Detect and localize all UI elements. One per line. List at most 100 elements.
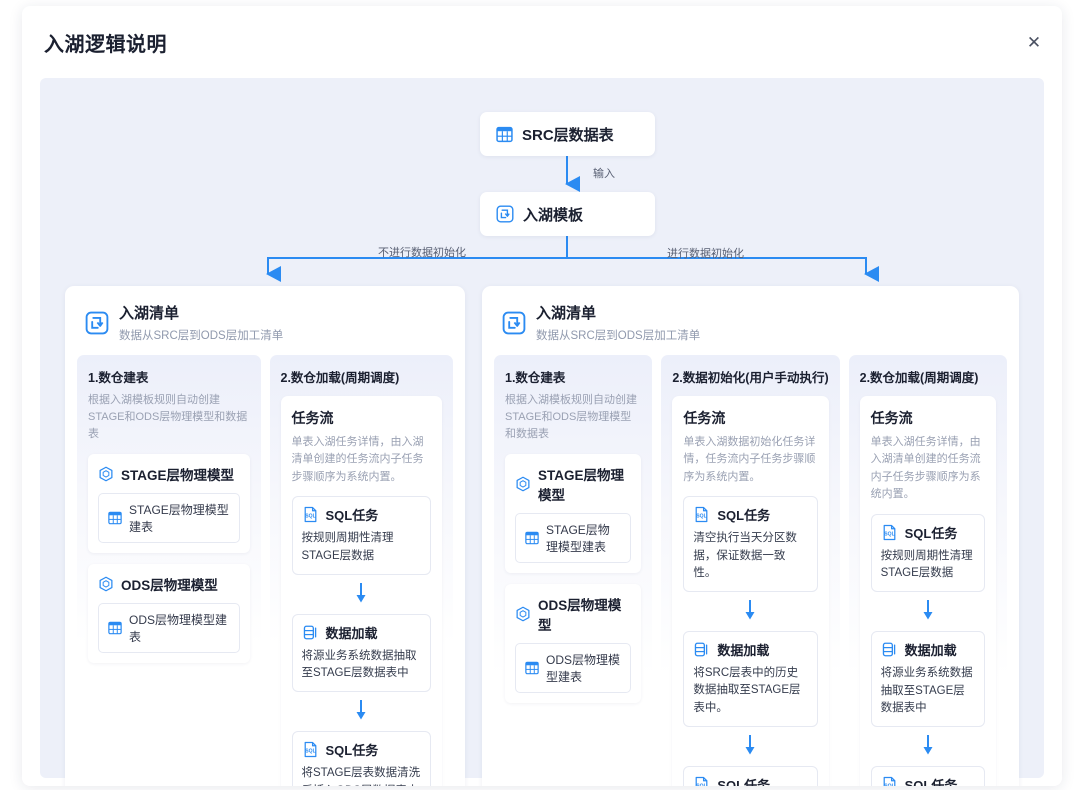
task-item[interactable]: 数据加载 将SRC层表中的历史数据抽取至STAGE层表中。 (683, 631, 818, 727)
node-lake-template[interactable]: 入湖模板 (480, 192, 655, 236)
lake-list-icon (85, 311, 109, 335)
task-flow-title: 任务流 (683, 409, 726, 426)
node-src-table-label: SRC层数据表 (522, 126, 614, 144)
sql-task-icon: SQL (695, 776, 708, 786)
panel-title: 入湖清单 (536, 305, 597, 322)
panel-columns: 1.数仓建表 根据入湖模板规则自动创建STAGE和ODS层物理模型和数据表 ST… (494, 354, 1007, 786)
svg-text:SQL: SQL (884, 784, 894, 786)
sql-task-icon: SQL (304, 507, 316, 523)
panel-subtitle: 数据从SRC层到ODS层加工清单 (119, 329, 284, 342)
panels-row: 入湖清单 数据从SRC层到ODS层加工清单 1.数仓建表 根据入湖模板规则自动创… (40, 286, 1044, 786)
model-table-item-label: ODS层物理模型建表 (129, 612, 228, 644)
task-desc: 将源业务系统数据抽取至STAGE层数据表中 (880, 667, 973, 714)
node-lake-template-label: 入湖模板 (523, 206, 584, 224)
task-name: SQL任务 (325, 743, 379, 759)
dialog-header: 入湖逻辑说明 ✕ (22, 6, 1062, 78)
task-flow-card: 任务流 单表入湖任务详情，由入湖清单创建的任务流内子任务步骤顺序为系统内置。 S… (859, 395, 996, 786)
model-icon (516, 476, 530, 492)
task-item[interactable]: SQL SQL任务 按规则周期性清理STAGE层数据 (870, 513, 985, 593)
svg-text:SQL: SQL (884, 532, 894, 538)
model-table-item-label: STAGE层物理模型建表 (129, 502, 229, 534)
arrow-down-icon (292, 699, 432, 721)
table-icon (525, 661, 539, 674)
edge-label-no-init: 不进行数据初始化 (378, 247, 466, 259)
column-title: 2.数据初始化(用户手动执行) (672, 370, 829, 385)
arrow-down-icon (871, 734, 985, 756)
column-warehouse-load: 2.数仓加载(周期调度) 任务流 单表入湖任务详情，由入湖清单创建的任务流内子任… (269, 354, 453, 786)
column-title: 1.数仓建表 (88, 370, 149, 385)
arrow-down-icon (292, 582, 432, 604)
column-warehouse-create: 1.数仓建表 根据入湖模板规则自动创建STAGE和ODS层物理模型和数据表 ST… (494, 354, 653, 786)
model-card-title: STAGE层物理模型 (121, 467, 235, 483)
task-name: 数据加载 (325, 625, 378, 641)
sql-task-icon: SQL (883, 524, 896, 540)
column-warehouse-load: 2.数仓加载(周期调度) 任务流 单表入湖任务详情，由入湖清单创建的任务流内子任… (848, 354, 1007, 786)
sql-task-icon: SQL (304, 742, 316, 758)
edge-label-input: 输入 (593, 168, 615, 180)
task-desc: 将源业务系统数据抽取至STAGE层数据表中 (301, 649, 417, 680)
svg-text:SQL: SQL (697, 783, 707, 786)
model-icon (99, 576, 113, 592)
table-icon (496, 126, 513, 142)
task-desc: 按规则周期性清理STAGE层数据 (880, 549, 973, 580)
arrow-down-icon (871, 599, 985, 621)
model-card-title: STAGE层物理模型 (538, 467, 625, 503)
svg-text:SQL: SQL (305, 514, 315, 520)
model-table-item[interactable]: STAGE层物理模型建表 (98, 492, 240, 543)
data-load-icon (882, 642, 895, 657)
task-desc: 将SRC层表中的历史数据抽取至STAGE层表中。 (693, 667, 801, 714)
svg-text:SQL: SQL (697, 514, 707, 520)
task-name: SQL任务 (904, 525, 958, 541)
data-load-icon (303, 625, 316, 640)
column-title: 1.数仓建表 (505, 370, 566, 385)
flow-connectors (266, 156, 879, 282)
panel-columns: 1.数仓建表 根据入湖模板规则自动创建STAGE和ODS层物理模型和数据表 ST… (77, 354, 453, 786)
task-item[interactable]: SQL SQL任务 按规则周期性清理STAGE层数据 (291, 496, 431, 575)
model-card-ods[interactable]: ODS层物理模型 ODS层物理模型建表 (88, 563, 250, 663)
task-name: SQL任务 (717, 777, 771, 786)
table-icon (108, 621, 122, 634)
data-load-icon (695, 642, 708, 657)
close-icon[interactable]: ✕ (1026, 32, 1042, 52)
panel-header: 入湖清单 数据从SRC层到ODS层加工清单 (77, 300, 453, 355)
column-title: 2.数仓加载(周期调度) (280, 370, 400, 385)
model-card-ods[interactable]: ODS层物理模型 ODS层物理模型建表 (505, 583, 642, 703)
task-name: 数据加载 (717, 643, 770, 659)
sql-task-icon: SQL (695, 507, 708, 523)
panel-without-init: 入湖清单 数据从SRC层到ODS层加工清单 1.数仓建表 根据入湖模板规则自动创… (65, 286, 465, 786)
task-item[interactable]: SQL SQL任务 将STAGE层表数据清洗后插入ODS层数据表中 (291, 731, 431, 786)
column-data-init: 2.数据初始化(用户手动执行) 任务流 单表入湖数据初始化任务详情，任务流内子任… (661, 354, 840, 786)
panel-title: 入湖清单 (119, 305, 180, 322)
model-card-stage[interactable]: STAGE层物理模型 STAGE层物理模型建表 (505, 453, 642, 573)
page-title: 入湖逻辑说明 (44, 33, 167, 56)
task-item[interactable]: SQL SQL任务 将STAGE层表数据清洗后插入ODS层数据表中 (870, 766, 985, 786)
lake-template-icon (496, 205, 514, 223)
panel-with-init: 入湖清单 数据从SRC层到ODS层加工清单 1.数仓建表 根据入湖模板规则自动创… (482, 286, 1019, 786)
task-flow-card: 任务流 单表入湖任务详情，由入湖清单创建的任务流内子任务步骤顺序为系统内置。 S… (280, 395, 442, 786)
task-desc: 按规则周期性清理STAGE层数据 (301, 532, 394, 562)
model-icon (516, 606, 530, 622)
task-name: 数据加载 (904, 643, 957, 659)
task-name: SQL任务 (717, 508, 771, 524)
task-item[interactable]: 数据加载 将源业务系统数据抽取至STAGE层数据表中 (291, 613, 431, 693)
task-item[interactable]: 数据加载 将源业务系统数据抽取至STAGE层数据表中 (870, 631, 985, 728)
task-item[interactable]: SQL SQL任务 清空执行当天分区数据，保证数据一致性。 (683, 496, 818, 593)
model-table-item[interactable]: ODS层物理模型建表 (98, 602, 240, 653)
sql-task-icon: SQL (883, 777, 896, 786)
task-flow-desc: 单表入湖数据初始化任务详情，任务流内子任务步骤顺序为系统内置。 (683, 435, 816, 483)
task-name: SQL任务 (325, 508, 379, 524)
table-icon (525, 531, 539, 544)
arrow-down-icon (683, 599, 817, 621)
task-item[interactable]: SQL SQL任务 将STAGE层表中的历史数据抽取至ODS层表中。 (683, 765, 818, 786)
model-table-item[interactable]: ODS层物理模型建表 (515, 642, 632, 693)
model-card-stage[interactable]: STAGE层物理模型 STAGE层物理模型建表 (88, 453, 250, 553)
model-card-title: ODS层物理模型 (121, 577, 218, 593)
arrow-down-icon (683, 734, 817, 756)
task-flow-desc: 单表入湖任务详情，由入湖清单创建的任务流内子任务步骤顺序为系统内置。 (291, 435, 424, 483)
node-src-table[interactable]: SRC层数据表 (480, 112, 655, 156)
column-warehouse-create: 1.数仓建表 根据入湖模板规则自动创建STAGE和ODS层物理模型和数据表 ST… (77, 354, 261, 786)
panel-header: 入湖清单 数据从SRC层到ODS层加工清单 (494, 300, 1007, 355)
task-flow-desc: 单表入湖任务详情，由入湖清单创建的任务流内子任务步骤顺序为系统内置。 (870, 435, 981, 501)
model-table-item[interactable]: STAGE层物理模型建表 (515, 512, 632, 563)
task-desc: 清空执行当天分区数据，保证数据一致性。 (693, 532, 797, 579)
